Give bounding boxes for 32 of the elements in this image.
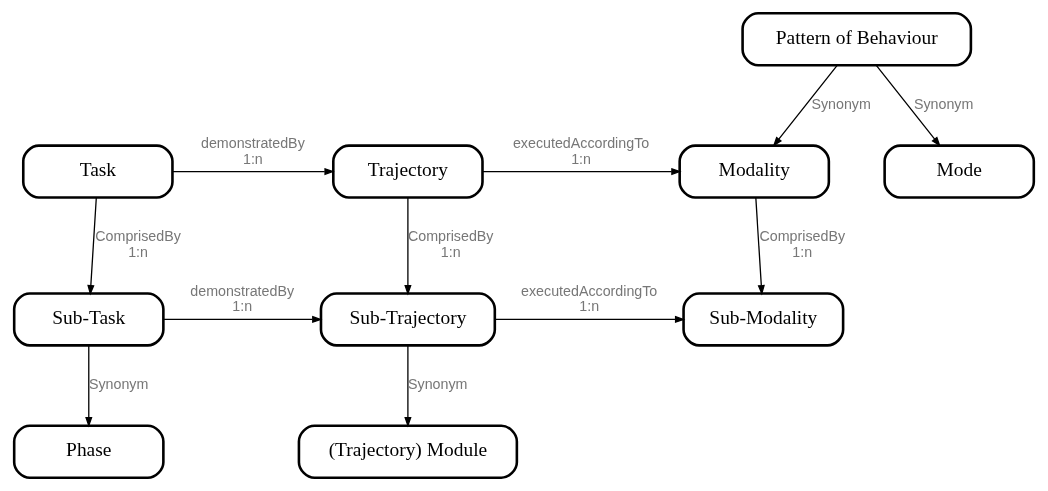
edge-label: executedAccordingTo 1:n [512,134,650,167]
edge-label: demonstratedBy 1:n [201,134,305,167]
node-box: Task [21,144,174,199]
edge-label: Synonym [88,376,149,393]
edge-label: demonstratedBy 1:n [190,282,295,315]
edge-label: executedAccordingTo 1:n [521,282,658,315]
arrow [404,197,412,296]
arrow [162,315,323,324]
arrow [772,64,838,147]
node-box: Pattern of Behaviour [741,12,973,67]
arrow [404,345,412,428]
arrow [85,345,93,428]
node-box: Sub-Modality [682,292,845,347]
node-box: Modality [678,144,831,199]
edge-label: Synonym [408,376,468,393]
edge-label: ComprisedBy 1:n [759,228,846,260]
node-box: Sub-Task [12,292,165,347]
edge-label: Synonym [811,96,871,113]
arrow [482,167,682,176]
node-box: Phase [12,424,165,479]
node-box: Mode [883,144,1036,199]
edge-label: ComprisedBy 1:n [407,228,494,260]
node-box: (Trajectory) Module [297,424,519,479]
arrow [755,197,765,296]
arrow [171,167,335,176]
arrow [494,315,686,324]
node-box: Sub-Trajectory [319,292,497,347]
arrow [875,64,941,147]
node-box: Trajectory [332,144,484,199]
edge-label: Synonym [913,96,974,113]
arrow [87,197,97,296]
edge-label: ComprisedBy 1:n [95,228,181,260]
